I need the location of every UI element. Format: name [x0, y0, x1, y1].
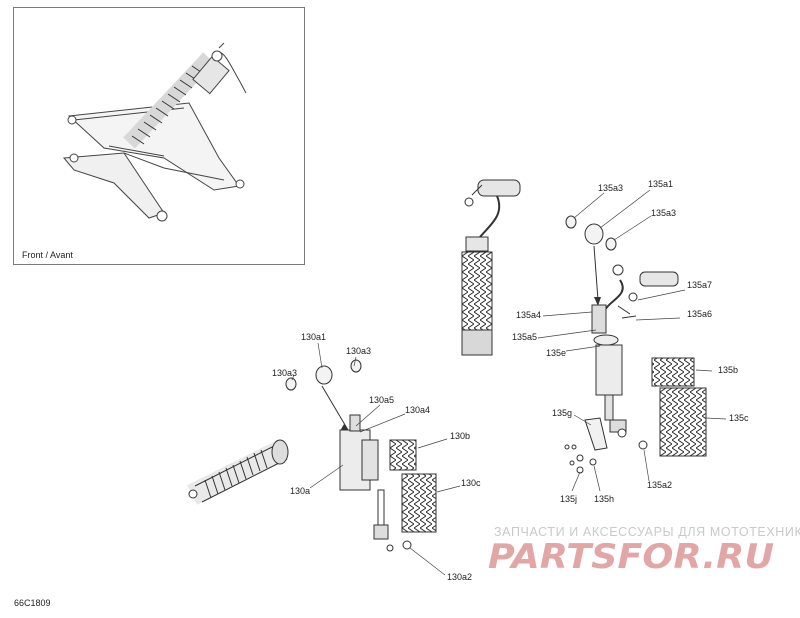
reservoir-shock-center	[461, 179, 521, 356]
leader-lines	[291, 189, 727, 576]
front-suspension-inset: Front / Avant	[13, 7, 305, 265]
callout-135h: 135h	[594, 494, 615, 504]
callout-135e: 135e	[546, 348, 567, 358]
shock-body-130a	[339, 414, 394, 552]
a-arm-assembly-drawing	[63, 42, 247, 222]
inset-caption: Front / Avant	[22, 250, 73, 260]
callout-135a3-top: 135a3	[598, 183, 624, 193]
callout-135g: 135g	[552, 408, 573, 418]
left-mounting-hardware	[285, 359, 362, 391]
callout-130c: 130c	[461, 478, 481, 488]
callout-135a7: 135a7	[687, 280, 713, 290]
callout-135c: 135c	[729, 413, 749, 423]
spring-130c	[401, 473, 437, 533]
bracket-135g	[584, 417, 608, 451]
callout-130a4: 130a4	[405, 405, 431, 415]
callout-135b: 135b	[718, 365, 739, 375]
spring-130b	[389, 439, 417, 471]
callout-130a: 130a	[290, 486, 311, 496]
callout-135a6: 135a6	[687, 309, 713, 319]
callout-135a1: 135a1	[648, 179, 674, 189]
figure-id: 66C1809	[14, 598, 51, 608]
callout-135a4: 135a4	[516, 310, 542, 320]
callout-135j: 135j	[560, 494, 578, 504]
right-mounting-hardware	[565, 215, 617, 251]
svg-text:PARTSFOR.RU: PARTSFOR.RU	[488, 537, 774, 576]
callout-135a2: 135a2	[647, 480, 673, 490]
nut-135a2	[638, 440, 648, 450]
small-hardware-135	[564, 444, 597, 474]
spring-135b	[651, 357, 695, 387]
callout-130a5: 130a5	[369, 395, 395, 405]
watermark-logo: PARTSFOR.RU	[488, 537, 774, 576]
callout-130b: 130b	[450, 431, 471, 441]
spring-135c	[659, 387, 707, 457]
callout-130a1: 130a1	[301, 332, 327, 342]
shock-body-135e	[591, 304, 627, 438]
callout-130a3-right: 130a3	[346, 346, 372, 356]
callout-135a3-right: 135a3	[651, 208, 677, 218]
reservoir-135a	[604, 264, 679, 319]
watermark-tagline: ЗАПЧАСТИ И АКСЕССУАРЫ ДЛЯ МОТОТЕХНИКИ	[494, 525, 800, 539]
nut-130a2	[402, 540, 412, 550]
callout-135a5: 135a5	[512, 332, 538, 342]
callout-130a2: 130a2	[447, 572, 473, 582]
callout-130a3-left: 130a3	[272, 368, 298, 378]
assembled-shock-left	[187, 439, 289, 505]
